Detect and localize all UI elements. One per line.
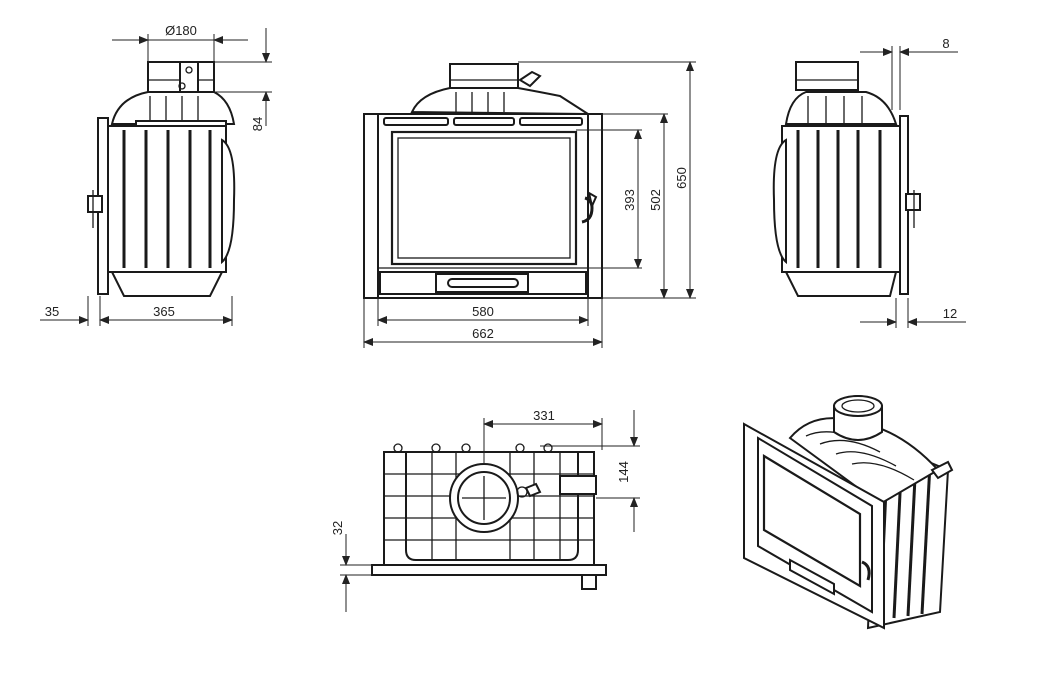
dimension-right-bottom-offset: 12 xyxy=(860,298,966,328)
dimension-front-widths: 580 662 xyxy=(363,298,603,348)
dimension-top-flue-offset: 331 xyxy=(483,408,603,464)
dim-label-door-height: 502 xyxy=(648,189,663,211)
dimension-flue-diameter: Ø180 xyxy=(112,23,248,62)
dim-label-top-flue-offset: 331 xyxy=(533,408,555,423)
dim-label-total-width: 662 xyxy=(472,326,494,341)
dim-label-right-top-offset: 8 xyxy=(942,36,949,51)
side-view-left xyxy=(87,61,236,297)
dim-label-total-height: 650 xyxy=(674,167,689,189)
dimension-right-top-offset: 8 xyxy=(860,36,958,110)
dimension-flue-height: 84 xyxy=(214,28,272,131)
dim-label-top-flue-depth: 144 xyxy=(616,461,631,483)
dim-label-right-bottom-offset: 12 xyxy=(943,306,957,321)
front-view xyxy=(363,63,603,299)
dim-label-glass-width: 580 xyxy=(472,304,494,319)
top-view xyxy=(371,443,607,590)
dim-label-top-front-offset: 32 xyxy=(330,521,345,535)
dim-label-flue-height: 84 xyxy=(250,117,265,131)
dimension-side-depth: 365 xyxy=(99,296,233,326)
side-view-right xyxy=(772,61,921,297)
dimension-front-heights: 393 502 650 xyxy=(518,61,696,299)
dimension-top-flue-depth: 144 xyxy=(540,410,640,532)
isometric-view xyxy=(743,395,954,630)
dim-label-glass-height: 393 xyxy=(622,189,637,211)
dim-label-flue-diameter: Ø180 xyxy=(165,23,197,38)
dim-label-side-left-offset: 35 xyxy=(45,304,59,319)
dimension-side-offset: 35 xyxy=(40,296,101,326)
dimension-top-front-offset: 32 xyxy=(330,521,372,612)
dim-label-side-depth: 365 xyxy=(153,304,175,319)
